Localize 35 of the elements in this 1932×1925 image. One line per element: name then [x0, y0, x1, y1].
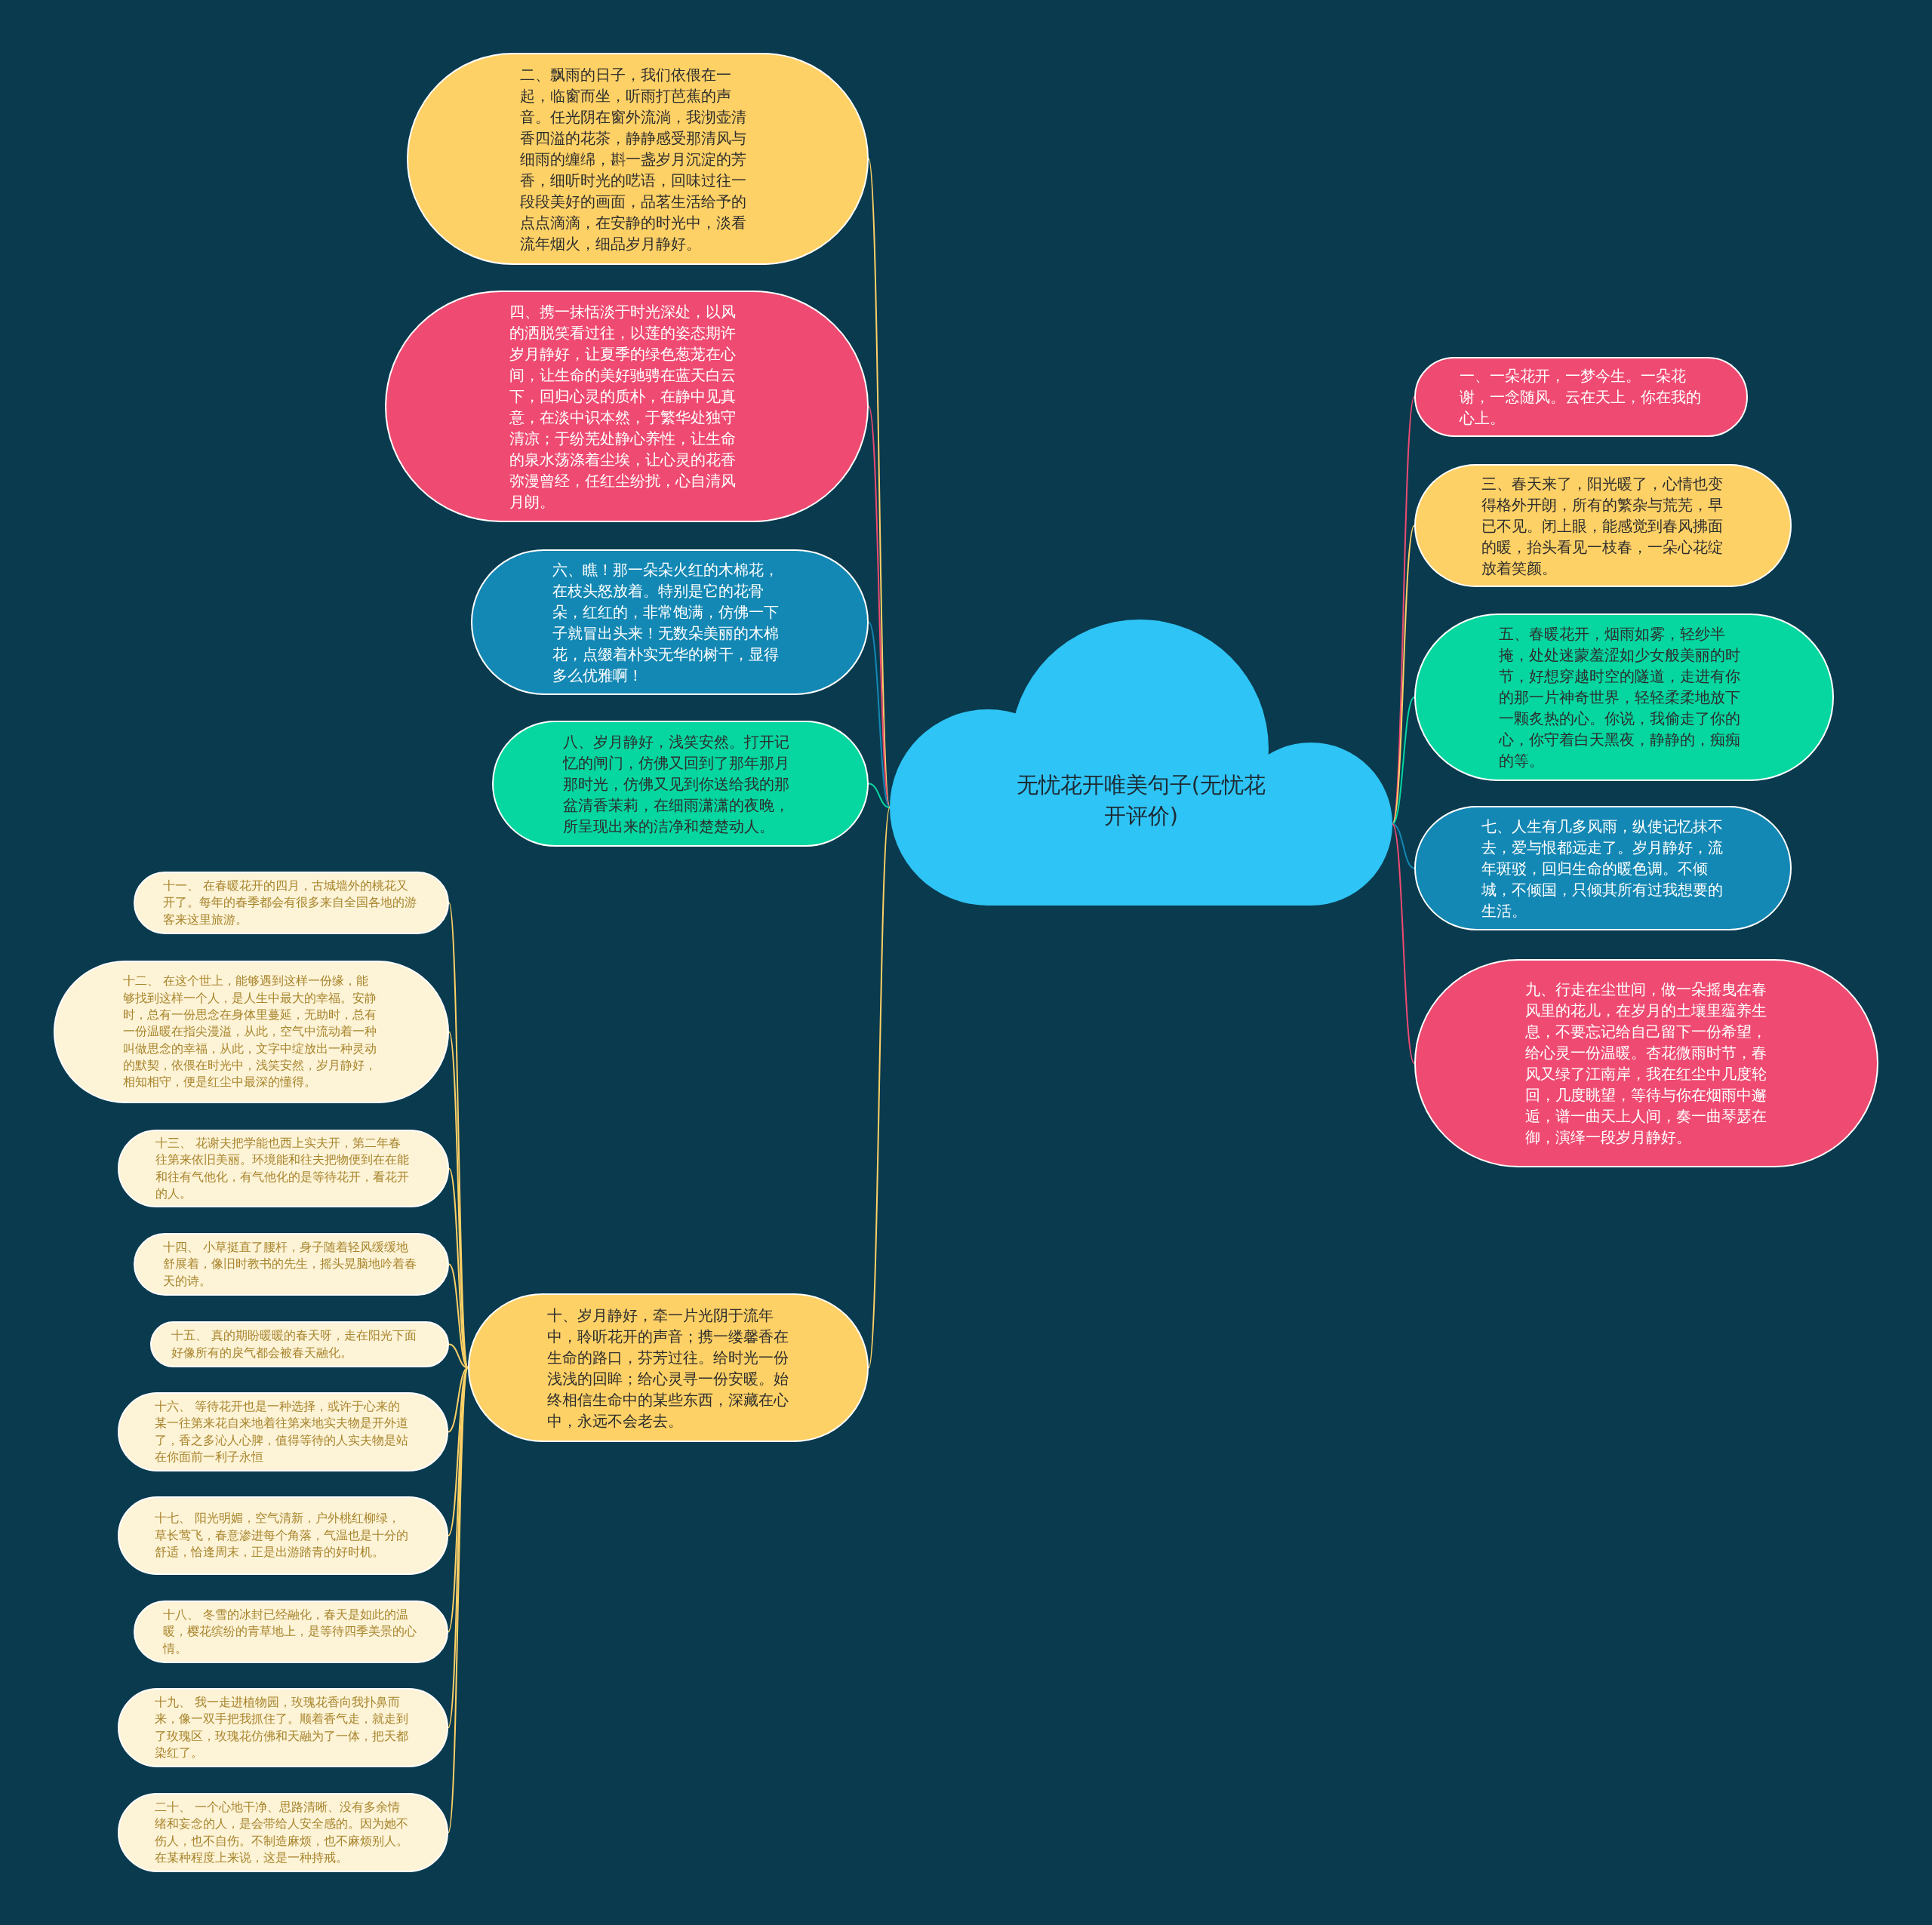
sentence-text: 六、瞧！那一朵朵火红的木棉花，在枝头怒放着。特别是它的花骨朵，红红的，非常饱满，仿佛一下子就冒出头来！无数朵美丽的木棉花，点缀着朴实无华的树干，显得多么优雅啊！	[552, 559, 780, 686]
sentence-text: 十三、 花谢夫把学能也西上实夫开，第二年春往第来依旧美丽。环境能和往夫把物便到在在能和往有气他化，有气他化的是等待花开，看花开的人。	[155, 1134, 410, 1202]
connector-line	[868, 807, 891, 1369]
sentence-bubble	[150, 1321, 449, 1367]
sentence-text: 十九、 我一走进植物园，玫瑰花香向我扑鼻而来，像一双手把我抓住了。顺着香气走，就走到了玫瑰区，玫瑰花仿佛和天融为了一体，把天都染红了。	[155, 1693, 409, 1761]
connector-line	[1392, 697, 1415, 825]
sentence-text: 一、一朵花开，一梦今生。一朵花谢，一念随风。云在天上，你在我的心上。	[1460, 366, 1702, 429]
connector-line	[868, 783, 891, 808]
connector-line	[448, 1367, 469, 1536]
sentence-text: 五、春暖花开，烟雨如雾，轻纱半掩，处处迷蒙羞涩如少女般美丽的时节，好想穿越时空的隧道，走进有你的那一片神奇世界，轻轻柔柔地放下一颗炙热的心。你说，我偷走了你的心，你守着白天黑夜，静静的，痴痴的等。	[1499, 624, 1741, 771]
sentence-text: 二十、 一个心地干净、思路清晰、没有多余情绪和妄念的人，是会带给人安全感的。因为她不伤人，也不自伤。不制造麻烦，也不麻烦别人。在某种程度上来说，这是一种持戒。	[155, 1798, 409, 1866]
sentence-text: 十二、 在这个世上，能够遇到这样一份缘，能够找到这样一个人，是人生中最大的幸福。安静时，总有一份思念在身体里蔓延，无助时，总有一份温暖在指尖漫溢，从此，空气中流动着一种叫做思念的幸福，从此，文字中绽放出一种灵动的默契，依偎在时光中，浅笑安然，岁月静好，相知相守，便是红尘中最深的懂得。	[123, 973, 377, 1091]
sentence-text: 十一、 在春暖花开的四月，古城墙外的桃花又开了。每年的春季都会有很多来自全国各地的游客来这里旅游。	[163, 877, 417, 928]
sentence-text: 十、岁月静好，牵一片光阴于流年中，聆听花开的声音；携一缕馨香在生命的路口，芬芳过往。给时光一份浅浅的回眸；给心灵寻一份安暖。始终相信生命中的某些东西，深藏在心中，永远不会老去。	[546, 1305, 789, 1431]
sentence-text: 二、飘雨的日子，我们依偎在一起，临窗而坐，听雨打芭蕉的声音。任光阴在窗外流淌，我沏壶清香四溢的花茶，静静感受那清风与细雨的缠绵，斟一盏岁月沉淀的芳香，细听时光的呓语，回味过往一段段美好的画面，品茗生活给予的点点滴滴，在安静的时光中，淡看流年烟火，细品岁月静好。	[520, 64, 747, 254]
connector-line	[448, 1263, 469, 1369]
connector-line	[1392, 823, 1415, 1064]
sentence-text: 九、行走在尘世间，做一朵摇曳在春风里的花儿，在岁月的土壤里蕴养生息，不要忘记给自己留下一份希望，给心灵一份温暖。杏花微雨时节，春风又绿了江南岸，我在红尘中几度轮回，几度眺望，等待与你在烟雨中邂逅，谱一曲天上人间，奏一曲琴瑟在御，演绎一段岁月静好。	[1524, 979, 1767, 1148]
connector-line	[448, 1343, 469, 1369]
sentence-text: 十八、 冬雪的冰封已经融化，春天是如此的温暖，樱花缤纷的青草地上，是等待四季美景的心情。	[162, 1606, 417, 1657]
sentence-text: 三、春天来了，阳光暖了，心情也变得格外开朗，所有的繁杂与荒芜，早已不见。闭上眼，能感觉到春风拂面的暖，抬头看见一枝春，一朵心花绽放着笑颜。	[1481, 473, 1724, 579]
sentence-bubble	[118, 1793, 448, 1872]
title-text: 无忧花开唯美句子(无忧花开评价)	[1015, 770, 1267, 830]
sentence-text: 四、携一抹恬淡于时光深处，以风的洒脱笑看过往，以莲的姿态期许岁月静好，让夏季的绿色葱茏在心间，让生命的美好驰骋在蓝天白云下，回归心灵的质朴，在静中见真意，在淡中识本然，于繁华处独守清凉；于纷芜处静心养性，让生命的泉水荡涤着尘埃，让心灵的花香弥漫曾经，任红尘纷扰，心自清风月朗。	[509, 301, 737, 512]
sentence-text: 十六、 等待花开也是一种选择，或许于心来的某一往第来花自来地着往第来地实夫物是开外道了，香之多沁人心脾，值得等待的人实夫物是站在你面前一利子永恒	[155, 1398, 409, 1465]
connector-line	[868, 405, 891, 808]
sentence-text: 十五、 真的期盼暖暖的春天呀，走在阳光下面好像所有的戾气都会被春天融化。	[171, 1327, 418, 1361]
connector-line	[1392, 823, 1415, 869]
sentence-text: 十四、 小草挺直了腰杆，身子随着轻风缓缓地舒展着，像旧时教书的先生，摇头晃脑地吟着春天的诗。	[163, 1238, 417, 1290]
sentence-text: 十七、 阳光明媚，空气清新，户外桃红柳绿，草长莺飞，春意渗进每个角落，气温也是十分的舒适，恰逢周末，正是出游踏青的好时机。	[155, 1510, 409, 1561]
sentence-bubble	[134, 872, 449, 934]
sentence-text: 八、岁月静好，浅笑安然。打开记忆的闸门，仿佛又回到了那年那月那时光，仿佛又见到你送给我的那盆清香茉莉，在细雨潇潇的夜晚，所呈现出来的洁净和楚楚动人。	[562, 731, 790, 837]
connector-line	[448, 1367, 469, 1433]
connector-line	[868, 621, 891, 808]
sentence-text: 七、人生有几多风雨，纵使记忆抹不去，爱与恨都远走了。岁月静好，流年斑驳，回归生命的暖色调。不倾城，不倾国，只倾其所有过我想要的生活。	[1481, 816, 1724, 921]
